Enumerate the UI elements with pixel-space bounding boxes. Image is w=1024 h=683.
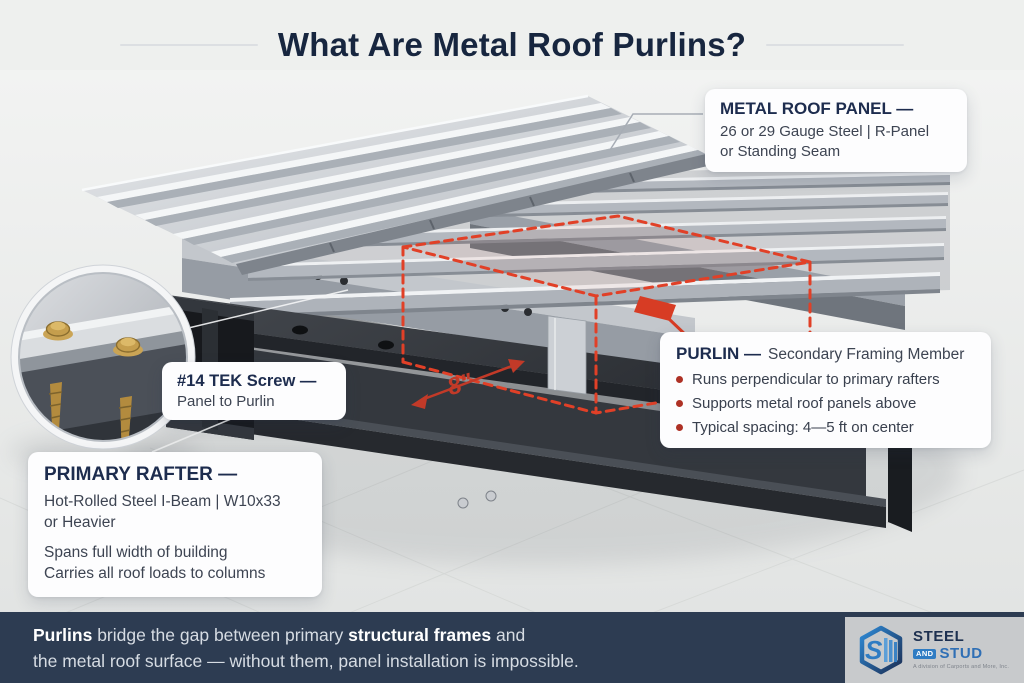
purlin-highlight-dashed-box xyxy=(401,214,812,415)
callout-purlin-subtitle: Secondary Framing Member xyxy=(768,346,965,363)
callout-primary-rafter: PRIMARY RAFTER — Hot-Rolled Steel I-Beam… xyxy=(28,452,322,597)
footer-bold-structural-frames: structural frames xyxy=(348,625,492,645)
logo-stud-text: STUD xyxy=(939,645,983,663)
callout-metal-roof-panel: METAL ROOF PANEL — 26 or 29 Gauge Steel … xyxy=(705,89,967,172)
callout-primary-rafter-line3: Spans full width of building xyxy=(44,543,228,561)
callout-primary-rafter-heading: PRIMARY RAFTER — xyxy=(44,464,238,485)
brand-logo-panel: S STEEL AND STUD A division of Carports … xyxy=(845,617,1024,683)
brand-logo-text: STEEL AND STUD A division of Carports an… xyxy=(913,629,1009,670)
footer-summary: Purlins bridge the gap between primary s… xyxy=(33,622,579,675)
callout-purlin-heading: PURLIN — xyxy=(676,344,761,363)
footer-line-2: the metal roof surface — without them, p… xyxy=(33,651,579,672)
callout-tek-screw: #14 TEK Screw — Panel to Purlin xyxy=(162,362,346,420)
callout-metal-roof-panel-line2: or Standing Seam xyxy=(720,142,841,160)
dimension-arrow-8in: 8" xyxy=(411,359,525,409)
title-decor-line-right xyxy=(766,44,905,46)
callout-tek-screw-heading: #14 TEK Screw — xyxy=(177,372,317,390)
callout-purlin: PURLIN — Secondary Framing Member Runs p… xyxy=(660,332,991,448)
svg-text:S: S xyxy=(865,635,883,665)
panel-callout-leader xyxy=(609,113,703,151)
metal-roof-panel-illustration xyxy=(81,94,712,275)
magnifier-leader xyxy=(179,289,349,331)
callout-metal-roof-panel-line1: 26 or 29 Gauge Steel | R-Panel xyxy=(720,123,930,140)
tek-screw-magnifier xyxy=(10,264,196,450)
title-decor-line-left xyxy=(119,44,258,46)
logo-and-badge: AND xyxy=(913,649,937,659)
logo-tagline: A division of Carports and More, Inc. xyxy=(913,663,1010,670)
purlin-bullet-3: Typical spacing: 4—5 ft on center xyxy=(676,419,975,436)
purlin-bullet-2: Supports metal roof panels above xyxy=(676,395,975,412)
footer-line-1: Purlins bridge the gap between primary s… xyxy=(33,625,526,645)
page-title: What Are Metal Roof Purlins? xyxy=(277,26,747,63)
bullet-dot-icon xyxy=(676,400,683,407)
purlin-bullet-1: Runs perpendicular to primary rafters xyxy=(676,371,975,388)
callout-metal-roof-panel-heading: METAL ROOF PANEL — xyxy=(720,99,914,118)
logo-steel-text: STEEL xyxy=(913,628,965,646)
steel-and-stud-hexagon-logo-icon: S xyxy=(859,625,903,675)
rafter-callout-leader xyxy=(151,415,239,453)
callout-tek-screw-line1: Panel to Purlin xyxy=(177,393,275,410)
callout-primary-rafter-line2: or Heavier xyxy=(44,514,116,532)
title-row: What Are Metal Roof Purlins? xyxy=(0,26,1024,64)
footer-bold-purlins: Purlins xyxy=(33,625,93,645)
purlin-clip-bracket xyxy=(547,315,587,395)
bullet-dot-icon xyxy=(676,376,683,383)
callout-primary-rafter-line4: Carries all roof loads to columns xyxy=(44,565,266,583)
bullet-dot-icon xyxy=(676,424,683,431)
callout-primary-rafter-line1: Hot-Rolled Steel I-Beam | W10x33 xyxy=(44,493,281,510)
